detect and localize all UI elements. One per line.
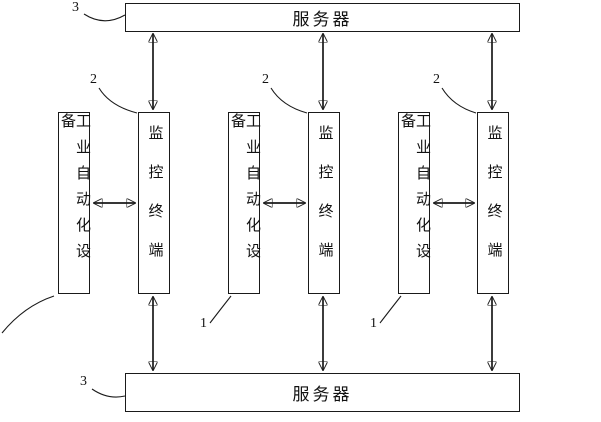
equipment-box-3: 工业自动化设备 [398,112,430,294]
terminal-label-2: 监控终端 [316,125,333,281]
ref-number-equipment-2: 1 [200,316,207,331]
equipment-box-2: 工业自动化设备 [228,112,260,294]
terminal-label-1: 监控终端 [146,125,163,281]
equipment-label-3: 工业自动化设备 [399,113,430,269]
server-box-bottom: 服务器 [125,373,520,412]
leader-ref2-3 [441,87,477,114]
leader-ref3-bottom [91,388,126,398]
ref-number-terminal-1: 2 [90,72,97,87]
terminal-box-1: 监控终端 [138,112,170,294]
equipment-label-2: 工业自动化设备 [229,113,260,269]
ref-number-equipment-3: 1 [370,316,377,331]
terminal-box-3: 监控终端 [477,112,509,294]
server-box-top: 服务器 [125,3,520,32]
equipment-label-1: 工业自动化设备 [59,113,90,269]
ref-number-server-top: 3 [72,0,79,15]
ref-number-server-bottom: 3 [80,374,87,389]
leader-ref1-2 [209,295,232,324]
ref-number-terminal-2: 2 [262,72,269,87]
leader-ref2-2 [270,87,308,114]
leader-ref2-1 [98,87,138,114]
terminal-label-3: 监控终端 [485,125,502,281]
leader-ref1-1-cutoff [1,295,55,334]
terminal-box-2: 监控终端 [308,112,340,294]
leader-ref1-3 [379,295,402,324]
server-top-label: 服务器 [292,10,353,29]
ref-number-terminal-3: 2 [433,72,440,87]
leader-ref3-top [83,13,126,22]
server-bottom-label: 服务器 [292,385,353,404]
equipment-box-1: 工业自动化设备 [58,112,90,294]
